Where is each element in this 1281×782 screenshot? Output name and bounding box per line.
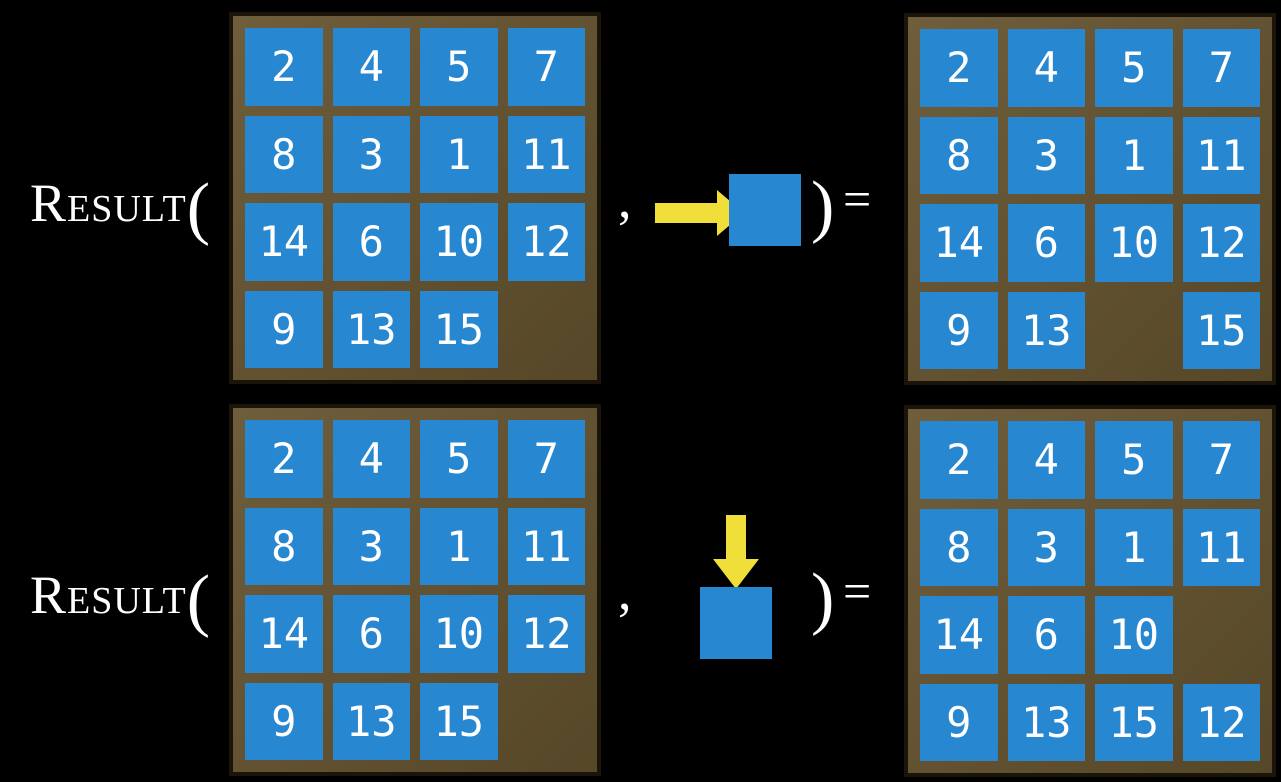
equals-sign: = — [843, 171, 872, 227]
close-paren: ) — [811, 560, 835, 637]
puzzle-tile: 1 — [1095, 508, 1173, 586]
puzzle-tile: 2 — [920, 421, 998, 499]
puzzle-tile: 9 — [245, 682, 323, 760]
puzzle-tile: 11 — [1182, 508, 1260, 586]
puzzle-tile: 14 — [920, 596, 998, 674]
puzzle-tile: 3 — [1007, 508, 1085, 586]
puzzle-tile: 4 — [1007, 29, 1085, 107]
empty-cell — [508, 291, 586, 369]
puzzle-tile: 1 — [1095, 116, 1173, 194]
puzzle-tile: 6 — [1007, 204, 1085, 282]
puzzle-tile: 4 — [332, 420, 410, 498]
puzzle-tile: 14 — [245, 203, 323, 281]
puzzle-tile: 10 — [420, 595, 498, 673]
puzzle-tile: 14 — [245, 595, 323, 673]
puzzle-tile: 13 — [1007, 291, 1085, 369]
puzzle-tile: 10 — [420, 203, 498, 281]
puzzle-tile: 15 — [420, 290, 498, 368]
puzzle-tile: 8 — [245, 115, 323, 193]
puzzle-tile: 9 — [920, 291, 998, 369]
puzzle-tile: 13 — [332, 682, 410, 760]
puzzle-tile: 10 — [1095, 596, 1173, 674]
puzzle-tile: 9 — [920, 683, 998, 761]
puzzle-tile: 1 — [420, 507, 498, 585]
puzzle-tile: 7 — [507, 420, 585, 498]
puzzle-tile: 13 — [1007, 683, 1085, 761]
puzzle-tile: 6 — [332, 203, 410, 281]
arrow-shaft — [726, 515, 746, 563]
puzzle-tile: 11 — [507, 507, 585, 585]
puzzle-tile: 4 — [1007, 421, 1085, 499]
puzzle-tile: 5 — [1095, 421, 1173, 499]
puzzle-tile: 2 — [245, 420, 323, 498]
puzzle-tile: 12 — [1182, 204, 1260, 282]
puzzle-tile: 1 — [420, 115, 498, 193]
arrow-shaft — [655, 203, 719, 223]
empty-cell — [1183, 596, 1261, 674]
comma-separator: , — [618, 561, 632, 621]
puzzle-tile: 5 — [420, 28, 498, 106]
moved-tile-icon — [729, 174, 801, 246]
function-name-label: Result( — [30, 564, 210, 636]
function-name: Result — [30, 173, 187, 233]
arrow-down-icon — [713, 515, 759, 595]
empty-cell — [1095, 292, 1173, 370]
puzzle-tile: 2 — [245, 28, 323, 106]
puzzle-tile: 15 — [1095, 683, 1173, 761]
puzzle-tile: 3 — [1007, 116, 1085, 194]
comma-separator: , — [618, 169, 632, 229]
puzzle-tile: 7 — [507, 28, 585, 106]
puzzle-tile: 5 — [1095, 29, 1173, 107]
puzzle-tile: 7 — [1182, 421, 1260, 499]
puzzle-tile: 8 — [920, 116, 998, 194]
puzzle-tile: 11 — [507, 115, 585, 193]
puzzle-tile: 3 — [332, 507, 410, 585]
function-name-label: Result( — [30, 172, 210, 244]
puzzle-tile: 11 — [1182, 116, 1260, 194]
puzzle-tile: 3 — [332, 115, 410, 193]
open-paren: ( — [186, 170, 211, 247]
puzzle-tile: 8 — [920, 508, 998, 586]
puzzle-tile: 15 — [420, 682, 498, 760]
equals-sign: = — [843, 563, 872, 619]
puzzle-tile: 7 — [1182, 29, 1260, 107]
puzzle-tile: 4 — [332, 28, 410, 106]
function-name: Result — [30, 565, 187, 625]
empty-cell — [508, 683, 586, 761]
puzzle-tile: 10 — [1095, 204, 1173, 282]
puzzle-tile: 9 — [245, 290, 323, 368]
puzzle-tile: 6 — [1007, 596, 1085, 674]
puzzle-tile: 15 — [1182, 291, 1260, 369]
puzzle-tile: 8 — [245, 507, 323, 585]
puzzle-tile: 13 — [332, 290, 410, 368]
close-paren: ) — [811, 168, 835, 245]
puzzle-tile: 12 — [1182, 683, 1260, 761]
puzzle-tile: 12 — [507, 595, 585, 673]
open-paren: ( — [186, 562, 211, 639]
puzzle-tile: 2 — [920, 29, 998, 107]
puzzle-tile: 5 — [420, 420, 498, 498]
arrow-head — [713, 559, 759, 589]
puzzle-tile: 14 — [920, 204, 998, 282]
puzzle-tile: 12 — [507, 203, 585, 281]
moved-tile-icon — [700, 587, 772, 659]
puzzle-tile: 6 — [332, 595, 410, 673]
